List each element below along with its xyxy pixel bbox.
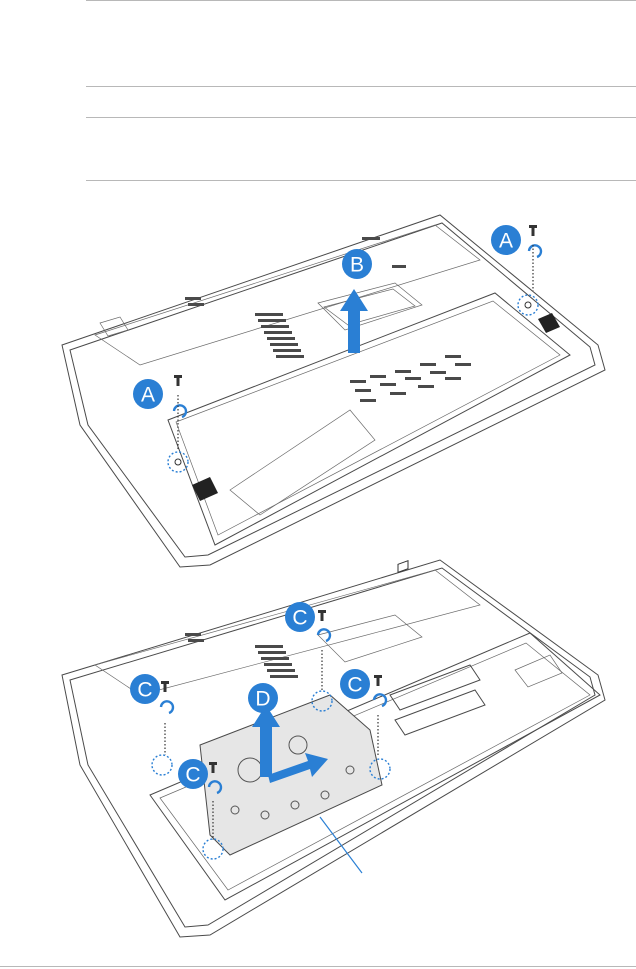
footer-rule [0, 966, 636, 967]
screw-icon [529, 225, 537, 236]
screw-icon [161, 681, 169, 692]
step-marker-c-right: C [340, 669, 370, 699]
marker-label: C [137, 679, 152, 702]
vent-grille-upper [185, 633, 298, 678]
marker-label: A [499, 230, 513, 253]
screw-hole-right [518, 295, 538, 315]
marker-label: C [347, 674, 362, 697]
vent-grille-upper [255, 313, 304, 358]
rotate-arrow-icon [161, 701, 173, 713]
marker-label: C [292, 607, 307, 630]
figure-remove-hdd-bay: C C C C D [50, 555, 610, 945]
step-marker-a-left: A [133, 379, 163, 409]
lift-arrow-icon [340, 289, 368, 353]
rotate-arrow-icon [374, 694, 386, 706]
screw-icon [374, 675, 382, 686]
laptop-open-bay-illustration: C C C C D [50, 555, 610, 945]
screw-icon [318, 610, 326, 621]
screw-icon [174, 375, 182, 386]
step-marker-c-bottom: C [178, 759, 208, 789]
marker-label: A [141, 384, 155, 407]
step-marker-c-top: C [285, 602, 315, 632]
figure-remove-cover: A A B [50, 205, 610, 575]
memory-module-upper [390, 561, 480, 710]
step-marker-d: D [248, 683, 278, 713]
marker-label: D [255, 688, 270, 711]
section-rule-1 [86, 86, 636, 87]
rotate-arrow-icon [318, 629, 330, 641]
screw-hole-left [168, 452, 188, 472]
marker-label: C [185, 764, 200, 787]
memory-module-lower [395, 690, 485, 735]
marker-label: B [350, 254, 364, 277]
rubber-foot-left [192, 477, 218, 501]
rubber-foot-right [538, 313, 560, 333]
rotate-arrow-icon [529, 245, 541, 257]
screw-hole [152, 755, 172, 775]
laptop-bottom-illustration: A A B [50, 205, 610, 575]
step-marker-b: B [342, 249, 372, 279]
step-marker-c-left: C [130, 674, 160, 704]
section-rule-3 [86, 180, 636, 181]
step-marker-a-right: A [491, 225, 521, 255]
top-rule [86, 0, 636, 1]
section-rule-2 [86, 117, 636, 118]
